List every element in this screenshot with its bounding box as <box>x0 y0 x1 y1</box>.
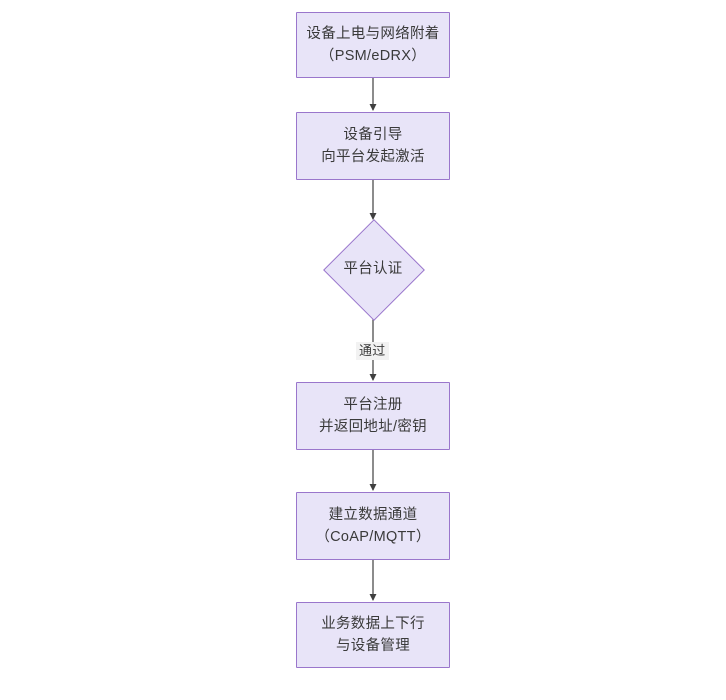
node-label-line: 并返回地址/密钥 <box>319 419 427 435</box>
node-platform-registration[interactable]: 平台注册 并返回地址/密钥 <box>296 382 450 450</box>
node-establish-data-channel[interactable]: 建立数据通道 （CoAP/MQTT） <box>296 492 450 560</box>
node-label-line: （PSM/eDRX） <box>319 48 427 64</box>
node-business-data-and-device-management[interactable]: 业务数据上下行 与设备管理 <box>296 602 450 668</box>
node-device-power-on[interactable]: 设备上电与网络附着 （PSM/eDRX） <box>296 12 450 78</box>
node-label-line: 平台认证 <box>343 260 403 277</box>
node-label-line: 向平台发起激活 <box>321 149 425 165</box>
node-label-line: 与设备管理 <box>336 638 410 654</box>
node-device-bootstrap[interactable]: 设备引导 向平台发起激活 <box>296 112 450 180</box>
edge-label-pass: 通过 <box>356 342 389 361</box>
node-label-line: 业务数据上下行 <box>321 615 425 632</box>
node-label-line: 平台注册 <box>343 396 403 413</box>
node-label-line: （CoAP/MQTT） <box>315 529 431 545</box>
node-platform-authentication[interactable]: 平台认证 <box>323 219 425 321</box>
node-label-line: 设备引导 <box>343 126 403 143</box>
node-label-line: 建立数据通道 <box>328 506 418 523</box>
node-label-line: 设备上电与网络附着 <box>306 25 440 42</box>
